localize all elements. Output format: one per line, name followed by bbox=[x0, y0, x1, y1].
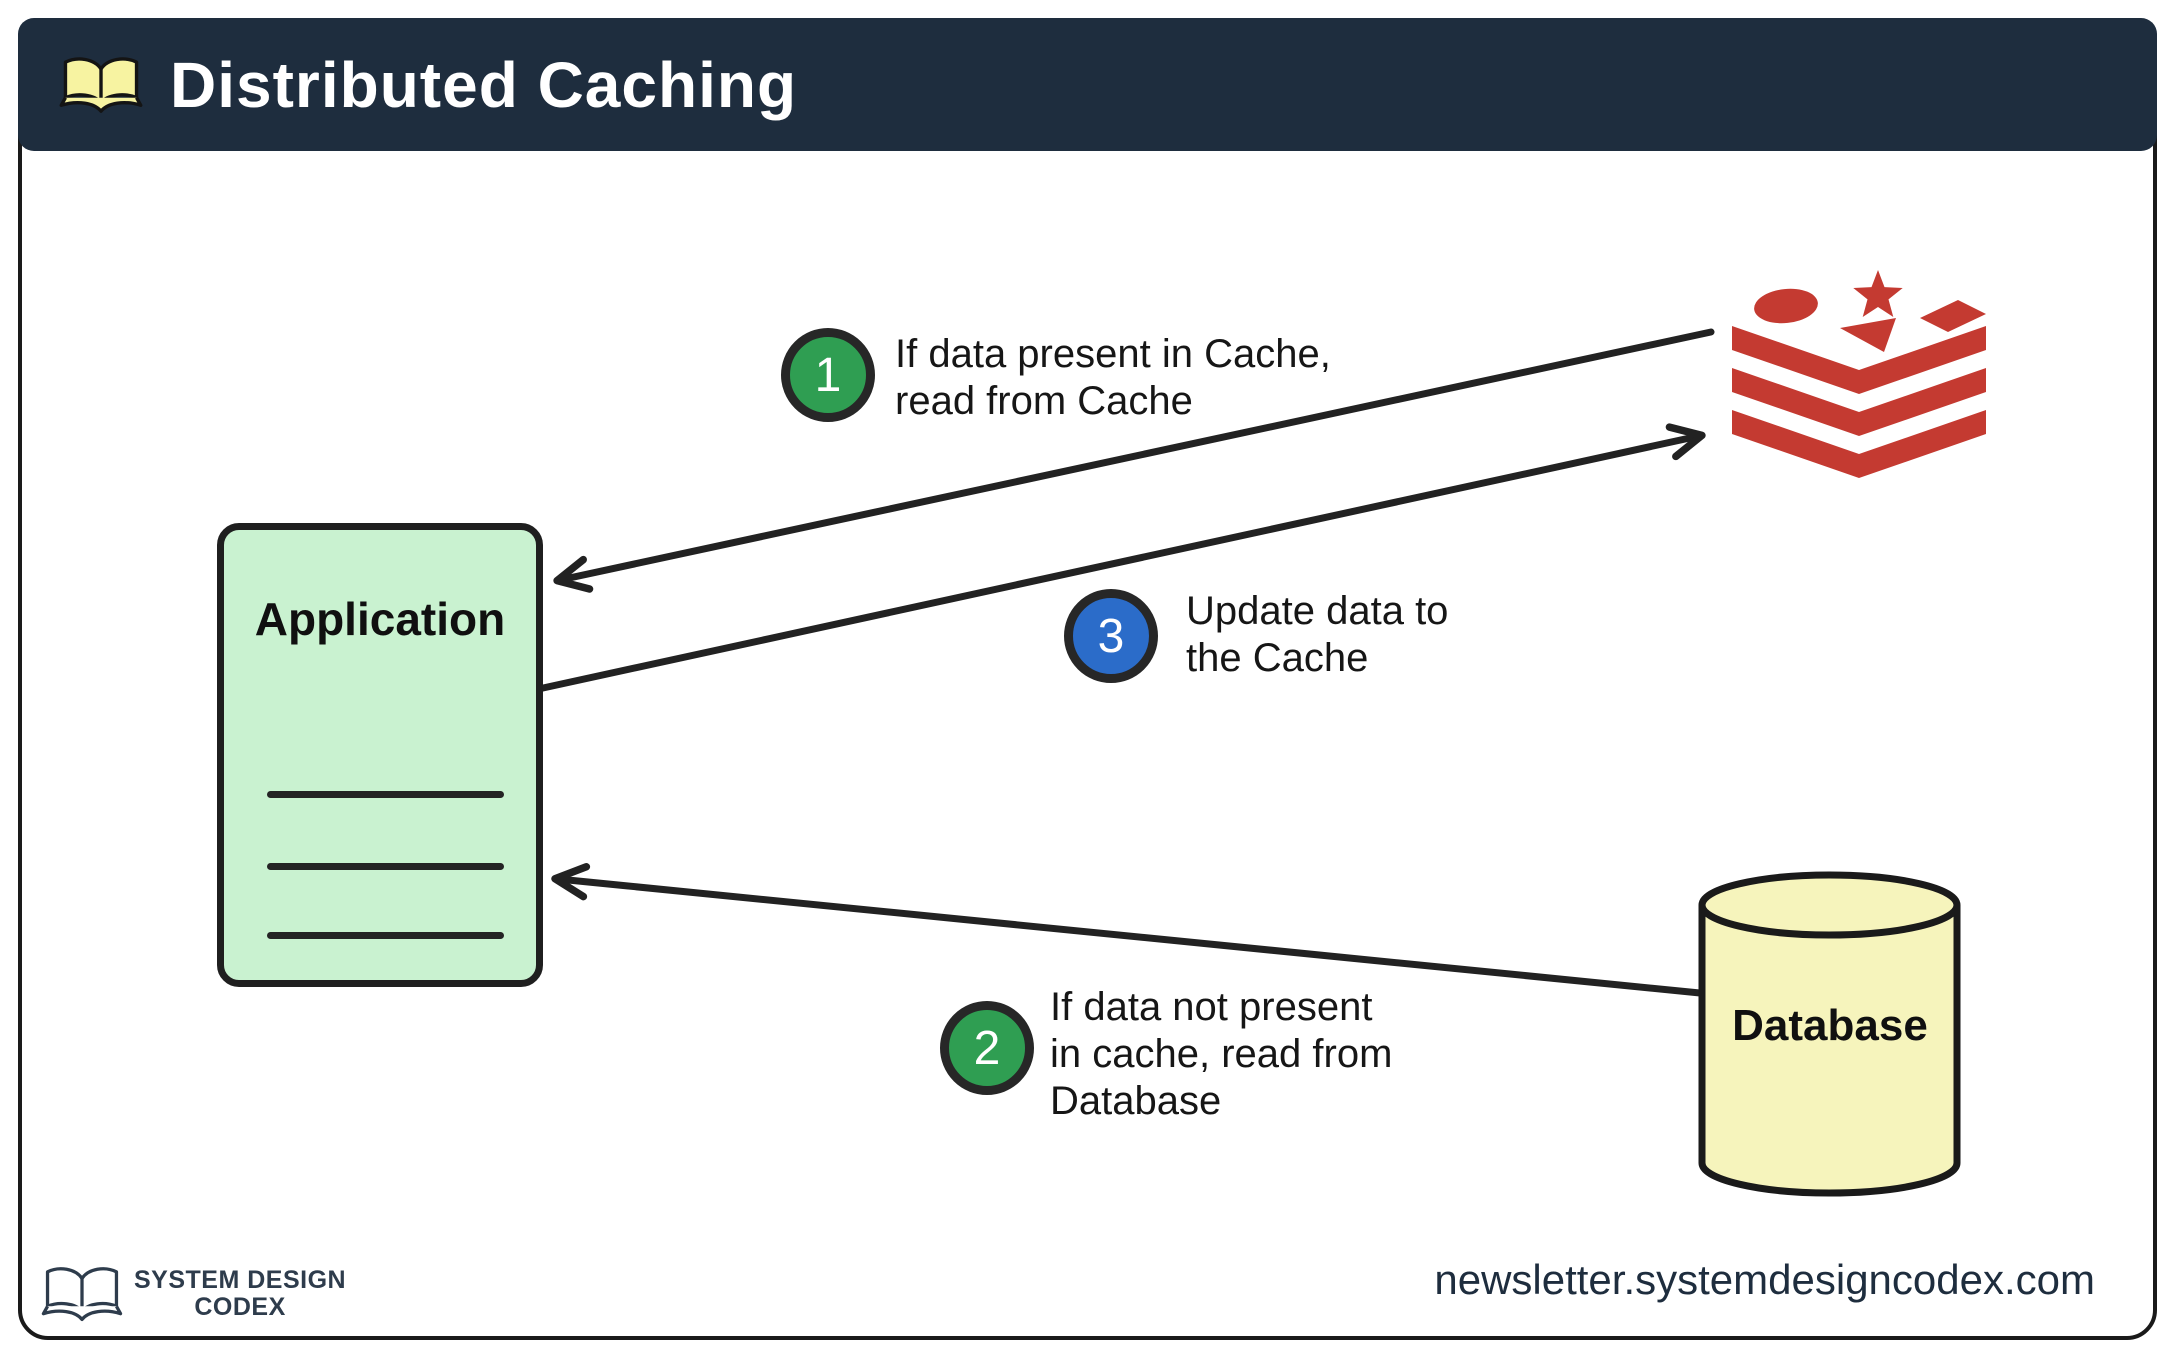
step-1-number: 1 bbox=[814, 348, 842, 402]
system-design-codex-logo: SYSTEM DESIGN CODEX bbox=[40, 1262, 346, 1326]
step-2-badge: 2 bbox=[940, 1001, 1034, 1095]
step-1-badge: 1 bbox=[781, 328, 875, 422]
arrow-application-to-cache bbox=[539, 423, 1706, 692]
application-detail-line bbox=[267, 863, 504, 870]
step-3-badge: 3 bbox=[1064, 589, 1158, 683]
database-label: Database bbox=[1732, 1001, 1928, 1050]
logo-text-line2: CODEX bbox=[194, 1293, 286, 1321]
redis-logo bbox=[1732, 270, 1986, 478]
page-title: Distributed Caching bbox=[170, 48, 798, 121]
application-label: Application bbox=[254, 593, 506, 645]
open-book-icon bbox=[41, 1267, 123, 1322]
step-2-label: If data not present in cache, read from … bbox=[1050, 985, 1393, 1123]
open-book-icon bbox=[59, 56, 143, 113]
application-detail-line bbox=[267, 791, 504, 798]
newsletter-url: newsletter.systemdesigncodex.com bbox=[1434, 1256, 2095, 1303]
arrow-cache-to-application bbox=[553, 328, 1715, 593]
arrow-database-to-application bbox=[551, 863, 1724, 999]
step-3-label: Update data to the Cache bbox=[1186, 589, 1449, 680]
step-2-number: 2 bbox=[973, 1021, 1001, 1075]
step-1-label: If data present in Cache, read from Cach… bbox=[895, 332, 1331, 423]
step-3-number: 3 bbox=[1097, 609, 1125, 663]
title-bar: Distributed Caching bbox=[18, 18, 2157, 151]
database-cylinder bbox=[1698, 871, 1961, 1197]
application-node: Application bbox=[217, 523, 543, 987]
application-detail-line bbox=[267, 932, 504, 939]
logo-text-line1: SYSTEM DESIGN bbox=[134, 1266, 347, 1294]
